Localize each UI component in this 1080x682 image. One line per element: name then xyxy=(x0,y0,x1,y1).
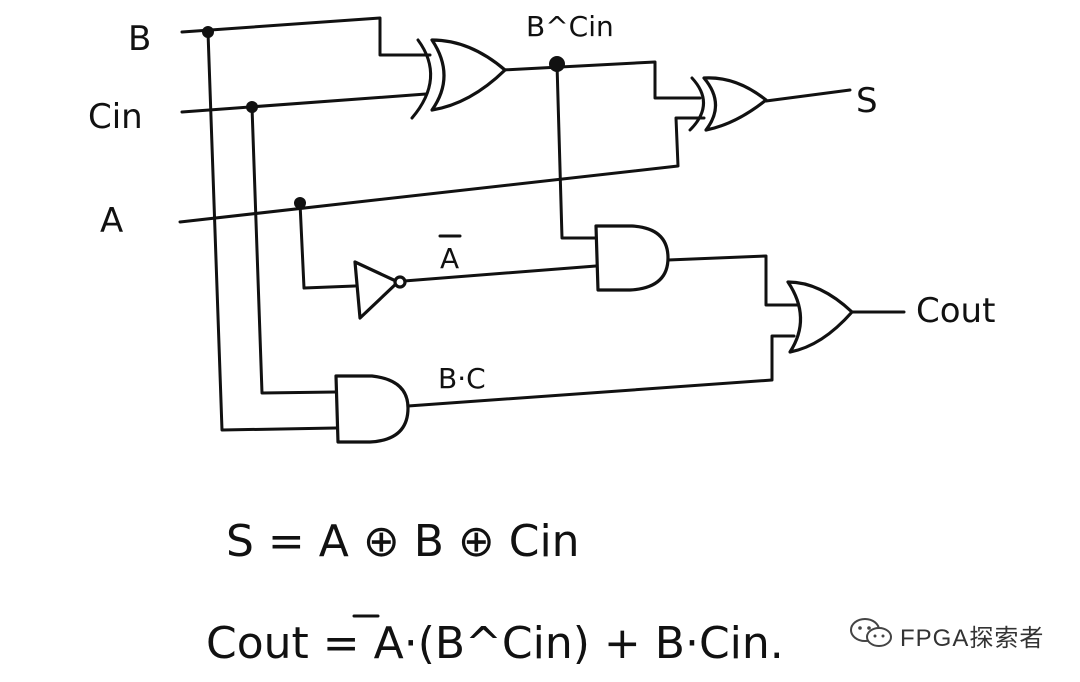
wire-cin xyxy=(180,92,428,114)
wire-not-out xyxy=(402,264,598,283)
wire-and1-out xyxy=(666,254,800,307)
wechat-icon xyxy=(850,618,892,647)
xor-gate-2 xyxy=(688,76,768,132)
output-label-cout: Cout xyxy=(916,291,995,331)
wire-label-b-xor-cin: B^Cin xyxy=(526,10,614,43)
wire-and2-out xyxy=(406,334,796,408)
wire-label-b-and-c: B·C xyxy=(438,362,486,395)
equation-carry: Cout = A·(B^Cin) + B·Cin. xyxy=(206,618,784,669)
wire-b xyxy=(180,16,432,57)
junction-dot xyxy=(549,56,565,72)
input-label-cin: Cin xyxy=(88,97,143,137)
wire-a xyxy=(178,116,706,224)
and-gate-2 xyxy=(334,374,410,444)
wire-b-branch xyxy=(206,30,338,432)
input-label-a: A xyxy=(100,201,123,241)
input-label-b: B xyxy=(128,19,151,59)
or-gate xyxy=(786,280,854,354)
wire-a-branch xyxy=(298,201,357,290)
wire-s-out xyxy=(764,88,852,103)
wire-label-not-a: A xyxy=(440,242,459,275)
junction-dot xyxy=(202,26,214,38)
xor-gate-1 xyxy=(410,38,507,120)
junction-dot xyxy=(294,197,306,209)
and-gate-1 xyxy=(594,224,670,292)
equation-sum: S = A ⊕ B ⊕ Cin xyxy=(226,516,580,567)
wire-xor1-out xyxy=(501,60,702,100)
output-label-s: S xyxy=(856,81,878,121)
wire-cin-branch xyxy=(250,105,338,395)
watermark-text: FPGA探索者 xyxy=(900,625,1045,652)
not-gate xyxy=(353,260,407,320)
wire-bxc-branch xyxy=(555,62,598,240)
junction-dot xyxy=(246,101,258,113)
